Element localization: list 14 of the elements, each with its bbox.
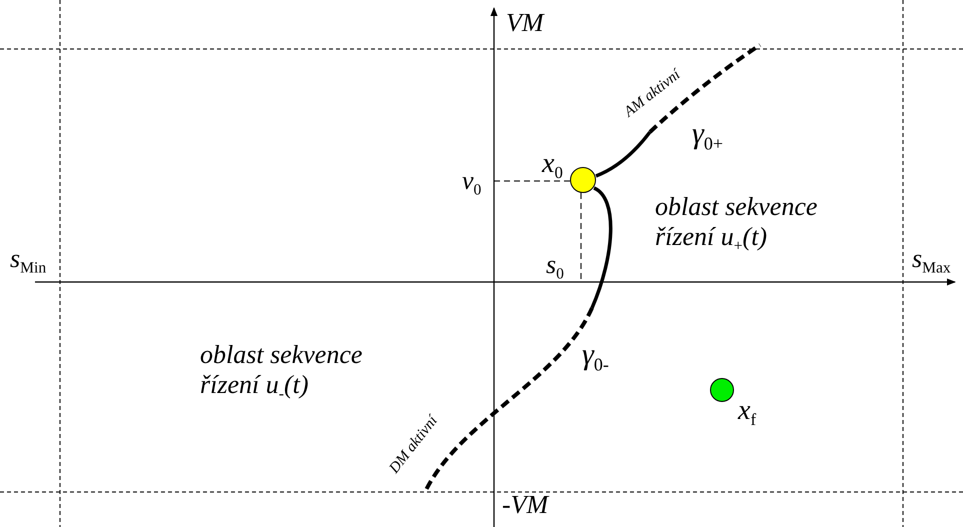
circle-marker <box>570 167 596 193</box>
axis-label: s$_{Max}$ <box>912 244 951 278</box>
tick-label: s$_{0}$ <box>546 250 564 284</box>
axis-label: s$_{Min}$ <box>10 244 46 278</box>
region-label: oblast sekvence řízení u$_{-}$(t) <box>200 340 364 404</box>
axis-label: VM <box>506 8 544 38</box>
axis-label: -VM <box>502 490 548 520</box>
curve-label: γ$_{0-}$ <box>582 338 609 375</box>
curve-label: γ$_{0+}$ <box>692 117 723 154</box>
region-label: oblast sekvence řízení u$_{+}$(t) <box>655 192 818 256</box>
tick-label: v$_{0}$ <box>462 166 482 200</box>
point-label: x$_{f}$ <box>738 395 756 430</box>
circle-marker <box>710 378 734 402</box>
point-label: x$_{0}$ <box>542 148 563 182</box>
